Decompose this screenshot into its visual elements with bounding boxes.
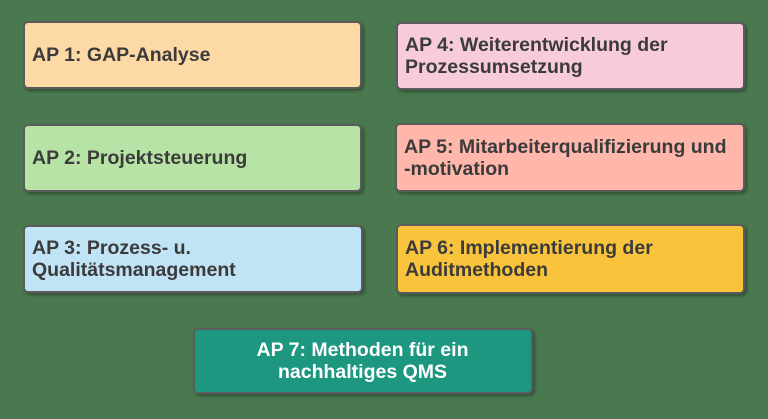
box-label-line: AP 7: Methoden für ein	[256, 339, 469, 361]
box-label-line: nachhaltiges QMS	[277, 361, 448, 383]
box-label-line: AP 6: Implementierung der	[405, 237, 653, 259]
box-label-line: AP 5: Mitarbeiterqualifizierung und	[404, 135, 727, 158]
box-label-line: Qualitätsmanagement	[32, 259, 236, 281]
box-ap1-gap-analyse: AP 1: GAP-Analyse	[23, 21, 362, 89]
box-label-line: AP 4: Weiterentwicklung der	[405, 34, 668, 56]
box-ap3-prozess-qualitaetsmanagement: AP 3: Prozess- u. Qualitätsmanagement	[23, 225, 363, 293]
box-ap7-methoden-nachhaltiges-qms: AP 7: Methoden für ein nachhaltiges QMS	[193, 328, 533, 394]
box-ap6-implementierung-auditmethoden: AP 6: Implementierung der Auditmethoden	[396, 224, 745, 294]
box-label-line: -motivation	[404, 157, 510, 180]
box-ap2-projektsteuerung: AP 2: Projektsteuerung	[23, 124, 362, 192]
box-ap5-mitarbeiterqualifizierung-motivation: AP 5: Mitarbeiterqualifizierung und -mot…	[395, 123, 745, 192]
box-label-line: Auditmethoden	[405, 259, 548, 281]
box-ap4-weiterentwicklung-prozessumsetzung: AP 4: Weiterentwicklung der Prozessumset…	[396, 22, 745, 90]
box-label-line: AP 2: Projektsteuerung	[32, 147, 248, 169]
box-label-line: AP 3: Prozess- u.	[32, 237, 191, 259]
box-label-line: Prozessumsetzung	[405, 56, 583, 78]
box-label-line: AP 1: GAP-Analyse	[32, 44, 211, 66]
